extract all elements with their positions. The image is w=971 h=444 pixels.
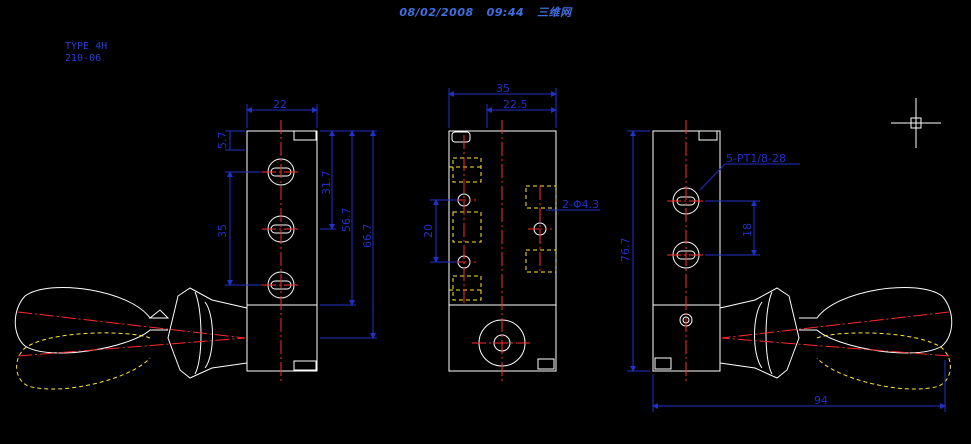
left-bottom-notch <box>293 360 317 371</box>
dim-left-pitch: 35 <box>216 224 229 238</box>
dim-left-66: 66.7 <box>361 224 374 249</box>
middle-bottom-notch <box>537 358 555 370</box>
dim-middle-pitch: 20 <box>422 224 435 238</box>
dim-right-length: 94 <box>814 394 828 407</box>
header-author: 三维网 <box>537 6 572 19</box>
header-date: 08/02/2008 <box>399 6 474 19</box>
dim-right-pitch: 18 <box>741 223 754 237</box>
model-label: 210-06 <box>65 53 102 64</box>
dim-right-port: 5-PT1/8-28 <box>726 152 786 165</box>
header-time: 09:44 <box>486 6 525 19</box>
dim-right-height: 76.7 <box>619 238 632 263</box>
dim-left-width: 22 <box>273 98 287 111</box>
middle-view: 35 22.5 2-Φ4.3 20 <box>422 82 600 383</box>
left-top-notch <box>293 130 317 141</box>
crosshair-cursor-icon <box>891 98 941 148</box>
dim-left-56: 56.7 <box>340 208 353 233</box>
dim-middle-width: 35 <box>496 82 510 95</box>
left-view: 22 5.7 35 31.7 56.7 66.7 <box>14 98 377 390</box>
title-bar: 08/02/2008 09:44 三维网 <box>0 4 971 20</box>
right-top-notch <box>698 130 718 141</box>
dim-left-top: 5.7 <box>216 132 229 150</box>
dim-middle-width2: 22.5 <box>503 98 528 111</box>
type-label: TYPE 4H <box>65 41 108 52</box>
dim-left-31: 31.7 <box>320 171 333 196</box>
right-bottom-notch <box>654 357 672 370</box>
left-body-outline <box>246 130 318 372</box>
left-handle <box>14 286 248 379</box>
right-view: 5-PT1/8-28 18 76.7 94 <box>619 120 953 412</box>
middle-top-notch <box>451 131 471 143</box>
dim-middle-hole: 2-Φ4.3 <box>562 198 599 211</box>
right-handle <box>719 286 953 379</box>
